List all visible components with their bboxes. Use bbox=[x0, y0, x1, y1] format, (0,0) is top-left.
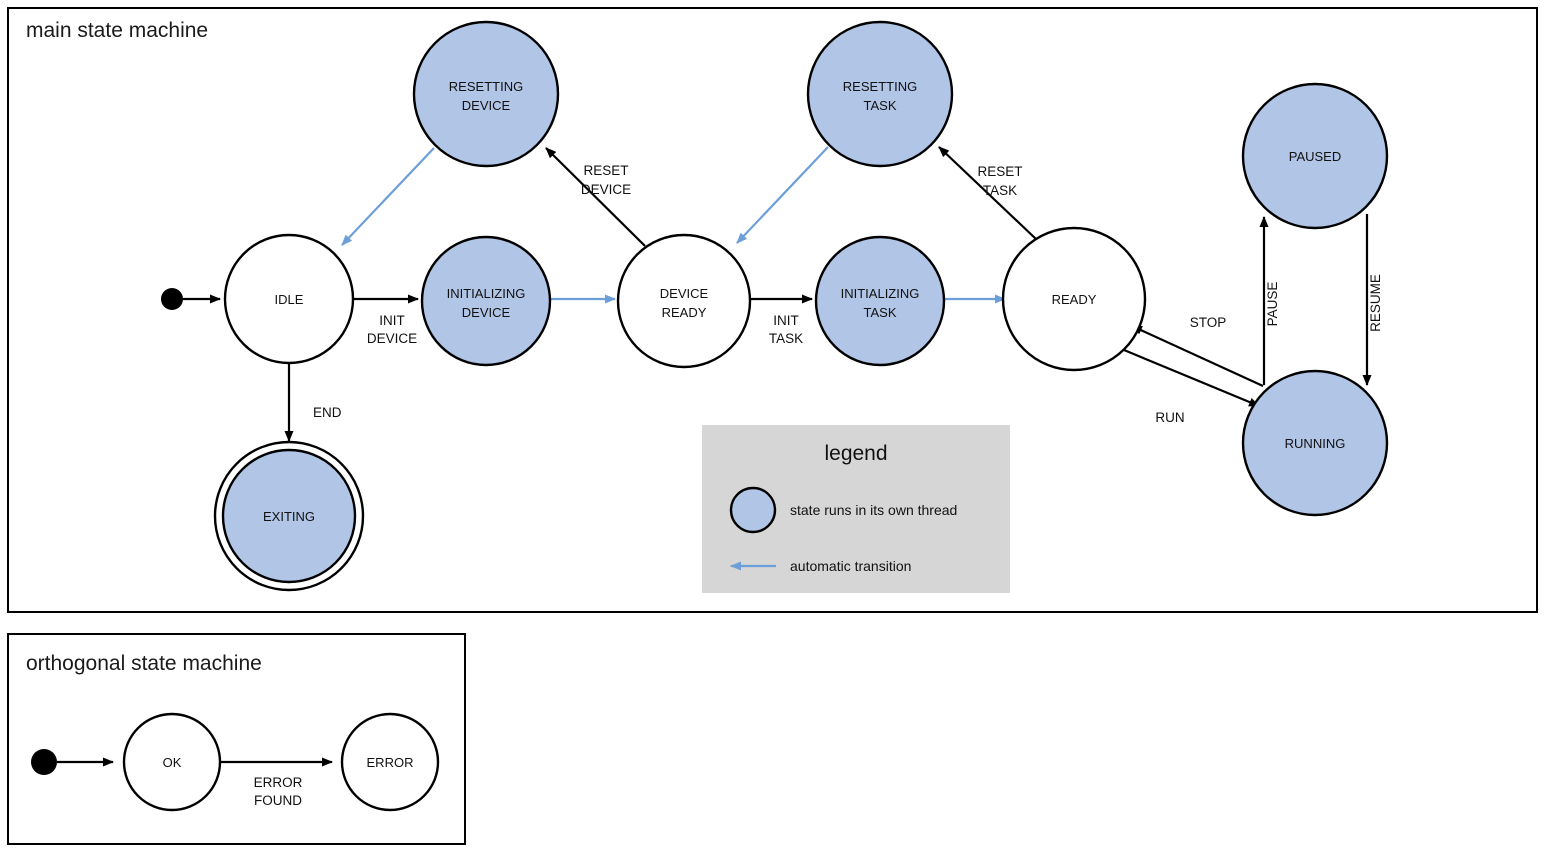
state-resetting-device[interactable]: RESETTING DEVICE bbox=[412, 20, 560, 168]
state-label-line1: INITIALIZING bbox=[447, 286, 526, 301]
transition-label-line1: RESET bbox=[977, 164, 1022, 179]
transition-label-line2: FOUND bbox=[254, 793, 302, 808]
transition-resetting-device-to-idle bbox=[341, 147, 435, 246]
transition-label-line2: DEVICE bbox=[367, 331, 417, 346]
transition-arrow bbox=[938, 146, 1037, 240]
state-label-line1: RESETTING bbox=[843, 79, 917, 94]
state-circle bbox=[1001, 226, 1147, 372]
orthogonal-states-layer: OK ERROR bbox=[31, 712, 440, 812]
state-label-line1: RUNNING bbox=[1285, 436, 1346, 451]
transition-label-line1: RESET bbox=[583, 163, 628, 178]
state-ready[interactable]: READY bbox=[1001, 226, 1147, 372]
legend-item-thread-state: state runs in its own thread bbox=[729, 486, 957, 534]
transition-label-line1: ERROR bbox=[254, 775, 303, 790]
transition-label-line1: INIT bbox=[379, 313, 405, 328]
state-circle bbox=[616, 233, 752, 369]
initial-pseudostate-orthogonal bbox=[31, 749, 57, 775]
thread-state-swatch-icon bbox=[729, 486, 777, 534]
state-label-line1: READY bbox=[1052, 292, 1097, 307]
transition-running-to-paused: PAUSE bbox=[1259, 216, 1280, 385]
transition-label-line1: STOP bbox=[1190, 315, 1227, 330]
state-paused[interactable]: PAUSED bbox=[1241, 82, 1389, 230]
transition-arrow bbox=[1131, 324, 1264, 388]
transition-label-line2: TASK bbox=[769, 331, 803, 346]
orthogonal-transitions-layer: ERROR FOUND bbox=[57, 757, 333, 808]
transition-arrow-automatic bbox=[736, 146, 829, 244]
transition-label-line1: END bbox=[313, 405, 342, 420]
state-initializing-task[interactable]: INITIALIZING TASK bbox=[814, 235, 946, 367]
transition-arrow bbox=[545, 147, 646, 247]
state-circle bbox=[340, 712, 440, 812]
legend-item-label: state runs in its own thread bbox=[790, 502, 957, 518]
transition-running-to-ready: STOP bbox=[1131, 315, 1264, 388]
state-label-line2: DEVICE bbox=[462, 98, 511, 113]
state-label-line1: ERROR bbox=[367, 755, 414, 770]
legend: legend state runs in its own thread auto… bbox=[702, 425, 1010, 593]
transition-device-ready-to-initializing-task: INIT TASK bbox=[750, 294, 813, 346]
state-circle bbox=[806, 20, 954, 168]
transition-ready-to-running: RUN bbox=[1123, 348, 1260, 425]
state-exiting[interactable]: EXITING bbox=[213, 440, 365, 592]
state-label-line1: INITIALIZING bbox=[841, 286, 920, 301]
state-label-line1: PAUSED bbox=[1289, 149, 1342, 164]
legend-title: legend bbox=[824, 442, 887, 465]
state-circle bbox=[122, 712, 222, 812]
state-idle[interactable]: IDLE bbox=[223, 233, 355, 365]
transition-paused-to-running: RESUME bbox=[1362, 214, 1383, 386]
transition-arrow bbox=[1123, 348, 1260, 408]
state-label-line1: RESETTING bbox=[449, 79, 523, 94]
transition-label-line1: PAUSE bbox=[1265, 282, 1280, 327]
transition-idle-to-exiting: END bbox=[284, 363, 342, 442]
transition-device-ready-to-resetting-device: RESET DEVICE bbox=[545, 147, 646, 247]
state-label-line2: DEVICE bbox=[462, 305, 511, 320]
transition-label-line1: RUN bbox=[1155, 410, 1184, 425]
transition-label-line2: DEVICE bbox=[581, 182, 631, 197]
state-circle bbox=[223, 233, 355, 365]
state-label-line1: OK bbox=[163, 755, 182, 770]
state-label-line1: EXITING bbox=[263, 509, 315, 524]
transition-label-line1: RESUME bbox=[1368, 274, 1383, 332]
state-circle bbox=[814, 235, 946, 367]
orthogonal-frame-title: orthogonal state machine bbox=[26, 652, 262, 675]
state-resetting-task[interactable]: RESETTING TASK bbox=[806, 20, 954, 168]
transition-label-line1: INIT bbox=[773, 313, 799, 328]
state-initializing-device[interactable]: INITIALIZING DEVICE bbox=[420, 235, 552, 367]
state-label-line2: TASK bbox=[864, 305, 897, 320]
legend-item-auto-transition: automatic transition bbox=[730, 558, 911, 574]
state-circle bbox=[1241, 82, 1389, 230]
transition-idle-to-initializing-device: INIT DEVICE bbox=[353, 294, 419, 346]
state-circle bbox=[1241, 369, 1389, 517]
state-label-line1: IDLE bbox=[275, 292, 304, 307]
state-label-line2: TASK bbox=[864, 98, 897, 113]
state-label-line1: DEVICE bbox=[660, 286, 709, 301]
main-states-layer: IDLE RESETTING DEVICE INITIALIZING DEVIC… bbox=[161, 20, 1389, 592]
legend-item-label: automatic transition bbox=[790, 558, 911, 574]
state-ok[interactable]: OK bbox=[122, 712, 222, 812]
state-error[interactable]: ERROR bbox=[340, 712, 440, 812]
state-circle bbox=[221, 448, 357, 584]
transition-label-line2: TASK bbox=[983, 183, 1017, 198]
transition-ok-to-error: ERROR FOUND bbox=[220, 757, 333, 808]
transition-arrow-automatic bbox=[341, 147, 435, 246]
transition-ready-to-resetting-task: RESET TASK bbox=[938, 146, 1037, 240]
state-circle bbox=[420, 235, 552, 367]
main-frame-title: main state machine bbox=[26, 19, 208, 42]
main-transitions-layer: INIT DEVICE RESET DEVICE INIT TASK bbox=[183, 146, 1383, 442]
transition-resetting-task-to-device-ready bbox=[736, 146, 829, 244]
initial-pseudostate-main bbox=[161, 288, 183, 310]
state-running[interactable]: RUNNING bbox=[1241, 369, 1389, 517]
state-label-line2: READY bbox=[662, 305, 707, 320]
state-circle bbox=[412, 20, 560, 168]
state-device-ready[interactable]: DEVICE READY bbox=[616, 233, 752, 369]
